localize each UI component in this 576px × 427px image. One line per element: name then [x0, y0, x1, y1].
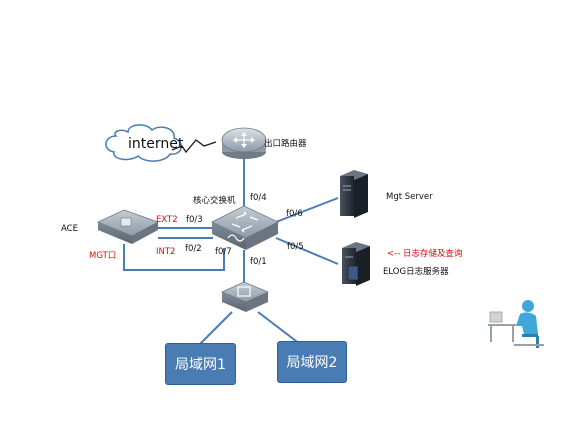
link-lanswitch-lan1 [199, 311, 233, 345]
exit-router-label: 出口路由器 [264, 139, 307, 149]
port-f0-1-label: f0/1 [250, 257, 267, 267]
lan2-label: 局域网2 [286, 355, 338, 371]
lan1-label: 局域网1 [175, 357, 226, 373]
elog-server-label: ELOG日志服务器 [383, 267, 449, 277]
log-storage-note: <-- 日志存储及查询 [387, 249, 463, 259]
port-f0-6-label: f0/6 [286, 209, 303, 219]
ace-device-icon [97, 209, 159, 244]
port-f0-4-label: f0/4 [250, 193, 267, 203]
link-core-mgtserver [275, 197, 339, 223]
internet-cloud [105, 124, 217, 162]
lan1-box: 局域网1 [165, 343, 236, 385]
mgt-server-icon [340, 170, 368, 218]
internet-label: internet [128, 136, 184, 152]
port-f0-5-label: f0/5 [287, 242, 304, 252]
lan2-box: 局域网2 [277, 341, 347, 383]
elog-server-icon [342, 242, 370, 286]
internet-lightning [171, 139, 217, 154]
lan-switch-icon [220, 281, 270, 312]
link-core-elog [275, 237, 339, 265]
link-ace-mgt-core [123, 244, 225, 271]
links [123, 158, 339, 345]
ace-label: ACE [61, 224, 78, 234]
port-f0-2-label: f0/2 [185, 244, 202, 254]
ext2-label: EXT2 [156, 215, 178, 225]
link-lanswitch-lan2 [257, 311, 301, 345]
port-f0-7-label: f0/7 [215, 247, 232, 257]
int2-label: INT2 [156, 247, 176, 257]
router-icon [221, 127, 267, 159]
mgt-port-label: MGT口 [89, 251, 117, 261]
user-workstation-icon [488, 300, 544, 348]
mgt-server-label: Mgt Server [386, 192, 433, 202]
core-switch-label: 核心交换机 [193, 196, 236, 206]
core-switch-icon [211, 205, 279, 250]
port-f0-3-label: f0/3 [186, 215, 203, 225]
